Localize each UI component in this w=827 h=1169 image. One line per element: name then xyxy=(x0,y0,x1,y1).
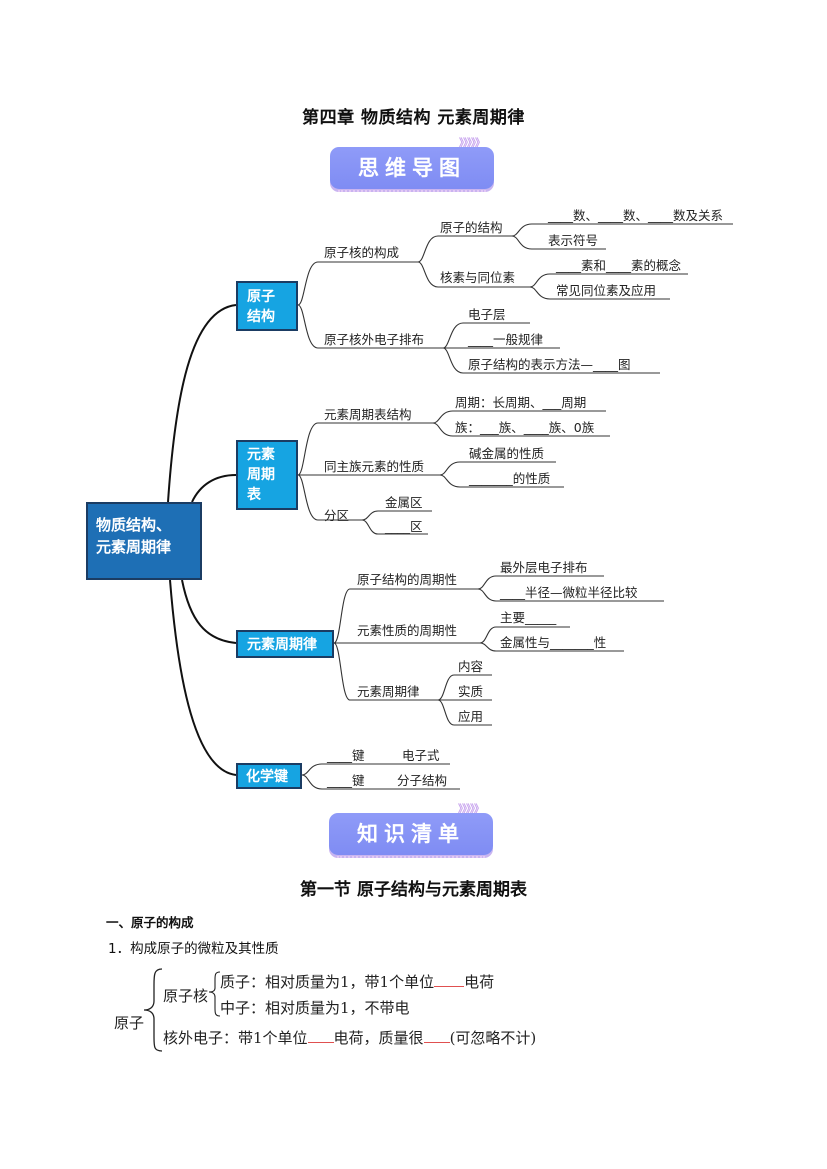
proton-text-end: 电荷 xyxy=(464,973,495,991)
node-electron-arrangement[interactable]: 原子核外电子排布 xyxy=(324,332,425,347)
node-halogen[interactable]: _______的性质 xyxy=(469,471,551,486)
knowledge-banner-label: 知识清单 xyxy=(357,822,465,846)
chevron-decoration-icon: 》》》》》 xyxy=(458,804,484,815)
node-nuclide-isotope[interactable]: 核素与同位素 xyxy=(440,270,516,285)
mindmap-connectors xyxy=(167,223,733,790)
node-numbers-relation[interactable]: ____数、____数、____数及关系 xyxy=(548,208,724,223)
node-outer-electron[interactable]: 最外层电子排布 xyxy=(500,560,588,575)
node-bond1[interactable]: ____键 xyxy=(327,748,365,763)
node-periods[interactable]: 周期：长周期、___周期 xyxy=(455,395,587,410)
electron-text-end: (可忽略不计) xyxy=(449,1029,537,1047)
node-metal-zone[interactable]: 金属区 xyxy=(385,495,423,510)
node-concept[interactable]: ____素和____素的概念 xyxy=(556,258,682,273)
node-zones[interactable]: 分区 xyxy=(324,508,350,523)
node-table-structure[interactable]: 元素周期表结构 xyxy=(324,407,412,422)
brace-small-icon xyxy=(208,971,221,1017)
proton-line: 质子：相对质量为1，带1个单位 电荷 xyxy=(220,971,494,992)
node-atom-structure-sub[interactable]: 原子的结构 xyxy=(440,220,503,235)
chevron-decoration-icon: 》》》》》 xyxy=(459,138,485,149)
root-node-line1: 物质结构、 xyxy=(96,516,172,534)
node-bond2[interactable]: ____键 xyxy=(327,773,365,788)
node-law[interactable]: 元素周期律 xyxy=(357,684,420,699)
mindmap-banner: 》》》》》 思维导图 xyxy=(330,139,494,192)
knowledge-banner: 》》》》》 知识清单 xyxy=(329,805,493,858)
nucleus-label: 原子核 xyxy=(163,987,209,1005)
node-structure-periodicity[interactable]: 原子结构的周期性 xyxy=(357,572,458,587)
branch-label-line2: 结构 xyxy=(247,309,275,325)
branch-periodic-law[interactable]: 元素周期律 xyxy=(236,630,334,658)
neutron-line: 中子：相对质量为1，不带电 xyxy=(220,999,410,1017)
node-alkali[interactable]: 碱金属的性质 xyxy=(469,446,545,461)
mindmap-banner-label: 思维导图 xyxy=(358,156,466,180)
electron-text: 核外电子：带1个单位 xyxy=(163,1029,308,1047)
proton-text: 质子：相对质量为1，带1个单位 xyxy=(220,973,435,991)
node-molecular-structure[interactable]: 分子结构 xyxy=(397,773,448,788)
branch-label-line1: 元素 xyxy=(247,447,275,463)
node-main[interactable]: 主要_____ xyxy=(500,610,557,625)
branch-periodic-table[interactable]: 元素 周期 表 xyxy=(236,440,298,510)
node-electron-formula[interactable]: 电子式 xyxy=(402,748,440,763)
node-content[interactable]: 内容 xyxy=(458,659,484,674)
node-metallic[interactable]: 金属性与_______性 xyxy=(500,635,607,650)
node-application[interactable]: 应用 xyxy=(458,709,484,724)
section-title: 第一节 原子结构与元素周期表 xyxy=(300,880,527,900)
branch-label-line2: 周期 xyxy=(247,467,275,483)
blank-underline[interactable] xyxy=(307,1041,334,1043)
node-essence[interactable]: 实质 xyxy=(458,684,484,699)
node-groups[interactable]: 族：___族、____族、0族 xyxy=(455,420,595,435)
connector-root-law xyxy=(181,579,237,644)
branch-label-line1: 原子 xyxy=(247,289,275,305)
node-other-zone[interactable]: ____区 xyxy=(385,519,423,534)
branch-label: 化学键 xyxy=(246,769,288,785)
electron-line: 核外电子：带1个单位 电荷，质量很 (可忽略不计) xyxy=(163,1027,536,1048)
electron-text-mid: 电荷，质量很 xyxy=(333,1029,424,1047)
brace-icon xyxy=(143,968,163,1052)
node-property-periodicity[interactable]: 元素性质的周期性 xyxy=(357,623,458,638)
node-representation[interactable]: 原子结构的表示方法—____图 xyxy=(468,357,631,372)
connector-root-table xyxy=(191,474,237,503)
branch-atom-structure[interactable]: 原子 结构 xyxy=(236,281,298,331)
dotted-border-decoration xyxy=(338,188,486,192)
dotted-border-decoration xyxy=(337,854,485,858)
branch-label-line3: 表 xyxy=(247,487,261,503)
connector-root-bond xyxy=(169,579,237,776)
node-same-group[interactable]: 同主族元素的性质 xyxy=(324,459,425,474)
branch-chemical-bond[interactable]: 化学键 xyxy=(236,763,302,789)
node-general-rule[interactable]: ____一般规律 xyxy=(468,332,544,347)
chapter-title: 第四章 物质结构 元素周期律 xyxy=(302,108,525,128)
blank-underline[interactable] xyxy=(423,1041,450,1043)
branch-label: 元素周期律 xyxy=(247,637,317,653)
node-common-isotopes[interactable]: 常见同位素及应用 xyxy=(556,283,657,298)
node-electron-shell[interactable]: 电子层 xyxy=(468,307,506,322)
blank-underline[interactable] xyxy=(434,985,465,987)
subsection-heading: 一、原子的构成 xyxy=(106,915,194,930)
item-heading: 1．构成原子的微粒及其性质 xyxy=(108,941,279,957)
node-radius[interactable]: ____半径—微粒半径比较 xyxy=(500,585,638,600)
root-node-line2: 元素周期律 xyxy=(96,538,172,556)
connector-root-atom xyxy=(167,304,237,503)
node-symbol[interactable]: 表示符号 xyxy=(548,233,599,248)
node-nucleus-composition[interactable]: 原子核的构成 xyxy=(324,245,400,260)
root-node[interactable]: 物质结构、 元素周期律 xyxy=(86,502,202,580)
atom-label: 原子 xyxy=(114,1014,145,1032)
